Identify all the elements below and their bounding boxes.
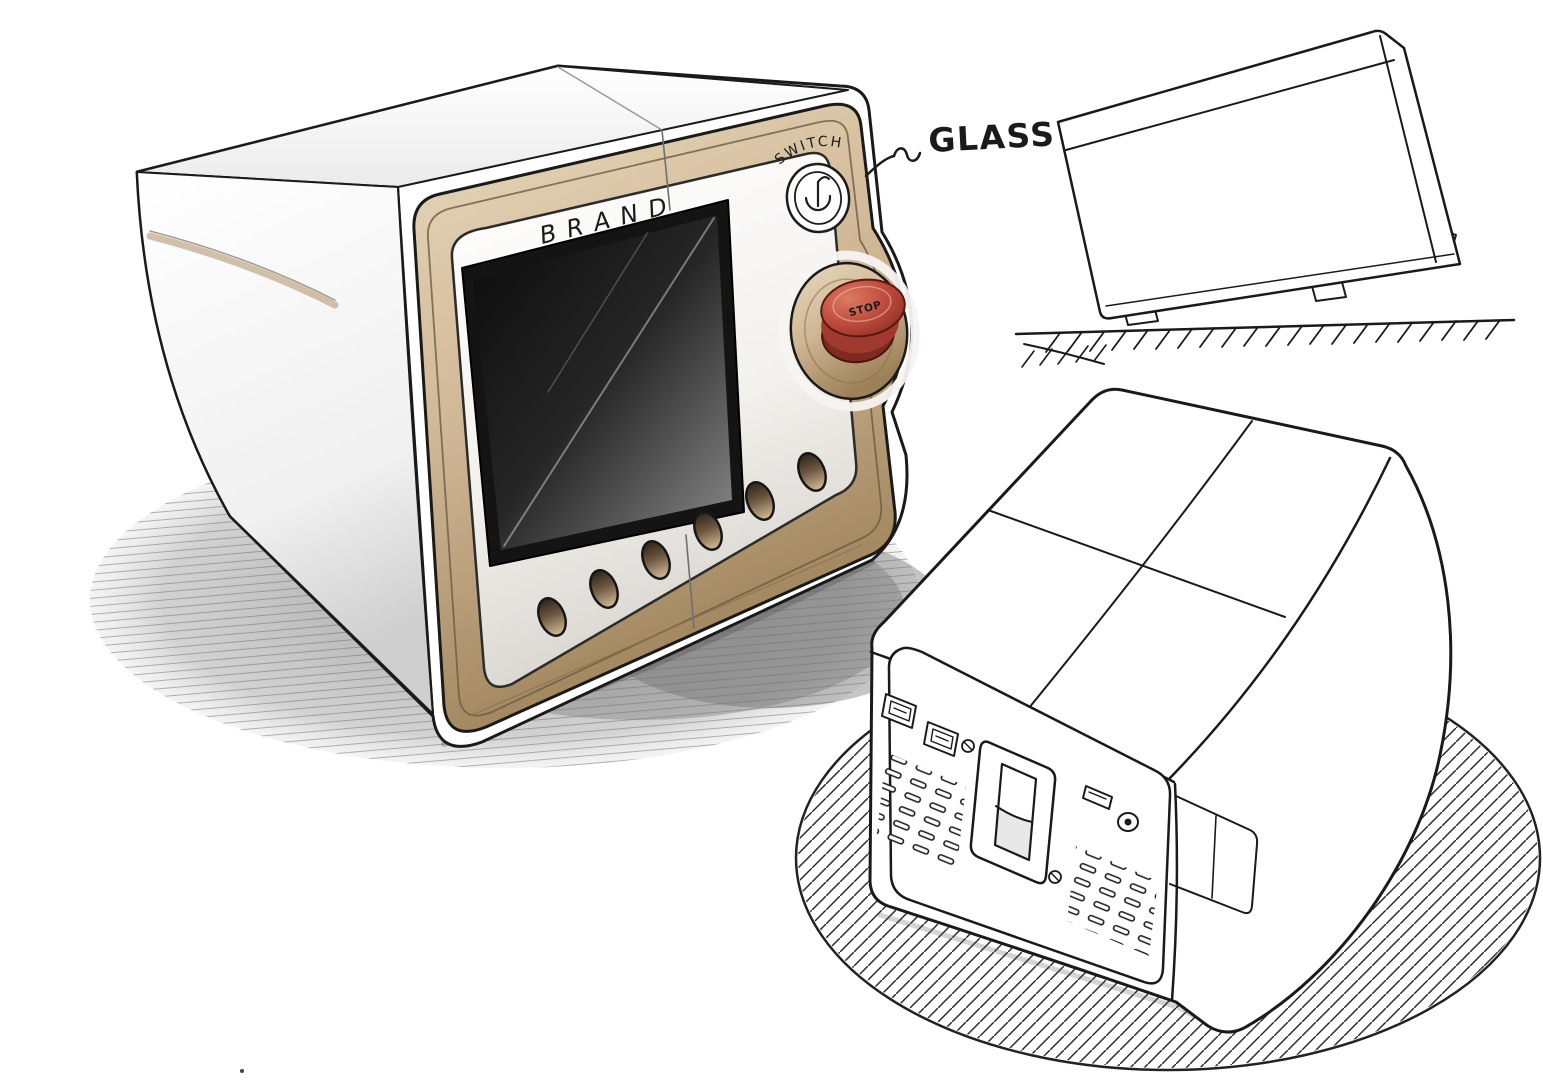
ground-hatch-ticks: [1045, 319, 1501, 353]
display-screen: [461, 199, 745, 567]
stray-dot: [240, 1069, 244, 1073]
rear-right-edge: [1170, 782, 1179, 1002]
mini-usb-port: [1082, 785, 1113, 810]
side-view-fold-line: [1065, 59, 1395, 151]
screw-icon: [1048, 870, 1062, 884]
screw-icon: [961, 739, 975, 753]
front-seam-lower: [685, 534, 695, 629]
left-face-accent-stripe: [146, 232, 339, 309]
bezel-groove-line: [427, 119, 888, 717]
annotation-leader-line: [864, 154, 896, 178]
rear-step-recess: [1169, 795, 1259, 915]
top-face-seam: [557, 66, 663, 131]
vent-grid-left: [876, 752, 966, 876]
usb-port-1: [881, 693, 917, 729]
main-device-sketch: BRAND SWITCH STOP: [135, 64, 920, 748]
power-switch: [969, 740, 1057, 885]
front-seam-upper: [661, 129, 671, 211]
control-knob: [641, 540, 671, 580]
side-view-edge-line: [1379, 35, 1437, 263]
side-view-sketch: [1014, 29, 1516, 368]
stop-button-assembly: STOP: [778, 250, 920, 412]
glass-annotation: GLASS: [864, 114, 1056, 178]
device-left-face: [136, 171, 434, 715]
screen-reflection-line: [547, 231, 649, 393]
ground-line-secondary: [1023, 343, 1105, 365]
control-knob-row: [537, 452, 827, 637]
control-knob: [537, 597, 567, 637]
bezel-bottom-seam: [469, 544, 863, 717]
rear-step-inner-line: [1211, 815, 1217, 899]
front-left-edge: [396, 185, 435, 716]
top-face-seam: [1023, 420, 1253, 715]
screen-reflection-line: [503, 217, 715, 547]
glass-label: GLASS: [927, 114, 1056, 160]
control-knob: [693, 511, 723, 551]
rear-view-sketch: [868, 387, 1453, 1034]
stop-cap-highlight-ring: [832, 285, 892, 323]
control-knob: [745, 481, 775, 521]
power-jack: [1117, 812, 1139, 832]
top-face-right-edge: [1168, 456, 1392, 780]
side-view-body: [1056, 29, 1462, 320]
screen-glass: [473, 215, 732, 550]
left-face-crease-line: [149, 230, 336, 301]
annotation-squiggle: [892, 147, 922, 162]
switch-icon: [804, 175, 832, 212]
vent-grid-right: [1067, 846, 1158, 956]
stop-keyhole-gap: [778, 250, 920, 412]
side-view-bottom-line: [1105, 253, 1455, 307]
ground-line: [1014, 318, 1516, 336]
top-face-seam: [987, 509, 1286, 618]
control-knob: [589, 569, 619, 609]
control-knob: [797, 452, 827, 492]
ground-hatch-ticks-left: [1021, 344, 1107, 368]
switch-button: [785, 162, 851, 234]
usb-port-2: [923, 721, 959, 757]
